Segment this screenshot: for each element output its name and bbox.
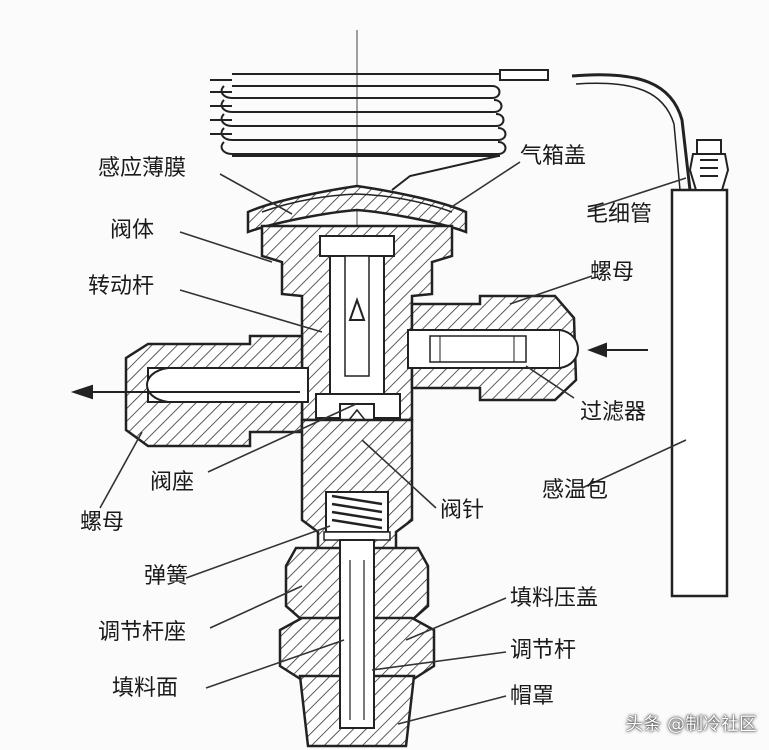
label-capillary: 毛细管 (586, 202, 653, 227)
leader-lines (99, 161, 687, 725)
label-adjust-rod: 调节杆 (510, 638, 577, 663)
label-packing-cover: 填料压盖 (510, 586, 599, 611)
label-packing-surface: 填料面 (112, 676, 179, 701)
adjust-rod (339, 539, 375, 729)
sensing-bulb-body (670, 188, 729, 598)
label-cap: 帽罩 (510, 684, 555, 709)
label-transmission-rod: 转动杆 (88, 274, 155, 299)
bulb-fitting (688, 139, 730, 191)
label-valve-body: 阀体 (110, 218, 155, 243)
watermark: 头条 @制冷社区 (625, 714, 757, 735)
coil (210, 73, 540, 191)
label-sensing-bulb: 感温包 (542, 478, 609, 503)
label-box-cover: 气箱盖 (520, 144, 587, 169)
label-diaphragm: 感应薄膜 (98, 156, 187, 181)
diaphragm-chamber (246, 184, 468, 234)
capillary-end-plate (499, 69, 549, 81)
label-spring: 弹簧 (144, 564, 189, 589)
flow-arrows (70, 342, 648, 400)
label-filter: 过滤器 (580, 400, 647, 425)
label-nut-left: 螺母 (80, 510, 125, 535)
label-valve-seat: 阀座 (150, 470, 195, 495)
label-valve-needle: 阀针 (440, 498, 485, 523)
label-adjust-rod-seat: 调节杆座 (98, 620, 187, 645)
spring-coils (331, 494, 383, 530)
label-nut-right: 螺母 (590, 260, 635, 285)
capillary-tube (571, 73, 692, 191)
